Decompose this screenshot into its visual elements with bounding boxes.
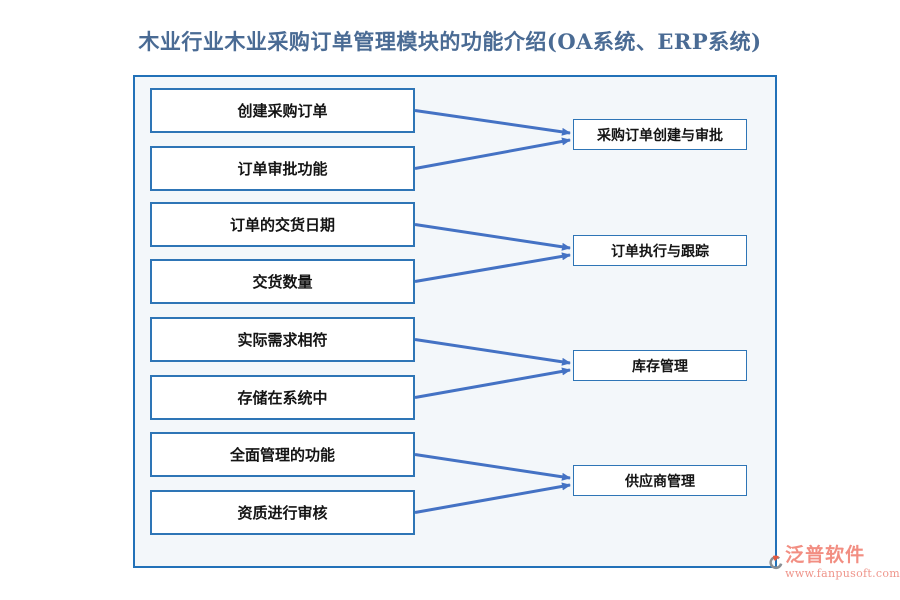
diagram-node-right: 库存管理 — [573, 350, 747, 381]
diagram-node-left: 存储在系统中 — [150, 375, 415, 420]
diagram-node-left: 交货数量 — [150, 259, 415, 304]
diagram-node-right: 订单执行与跟踪 — [573, 235, 747, 266]
diagram-node-left: 订单的交货日期 — [150, 202, 415, 247]
watermark: 泛普软件 www.fanpusoft.com — [768, 546, 900, 580]
page-title: 木业行业木业采购订单管理模块的功能介绍(OA系统、ERP系统) — [138, 29, 762, 54]
diagram-node-left: 订单审批功能 — [150, 146, 415, 191]
watermark-url: www.fanpusoft.com — [785, 567, 900, 580]
diagram-node-left: 实际需求相符 — [150, 317, 415, 362]
diagram-node-left: 资质进行审核 — [150, 490, 415, 535]
diagram-node-right: 供应商管理 — [573, 465, 747, 496]
watermark-brand: 泛普软件 — [785, 544, 866, 566]
diagram-container: 创建采购订单 订单审批功能 订单的交货日期 交货数量 实际需求相符 存储在系统中… — [133, 75, 777, 568]
diagram-node-left: 创建采购订单 — [150, 88, 415, 133]
diagram-node-left: 全面管理的功能 — [150, 432, 415, 477]
diagram-node-right: 采购订单创建与审批 — [573, 119, 747, 150]
fanpu-logo-icon — [769, 555, 783, 570]
